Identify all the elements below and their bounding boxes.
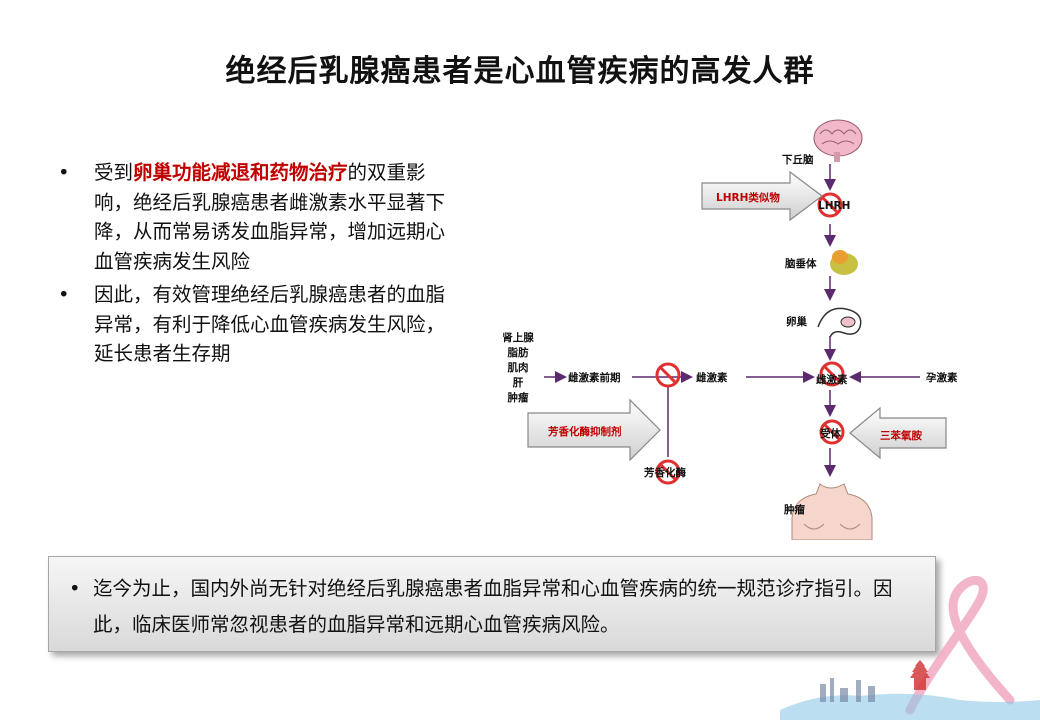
block-icon bbox=[817, 192, 843, 218]
bullet-1-highlight: 卵巢功能减退和药物治疗 bbox=[133, 161, 348, 184]
label-source-muscle: 肌肉 bbox=[507, 362, 529, 374]
bullet-1-prefix: 受到 bbox=[94, 161, 134, 184]
label-aromatase: 芳香化酶 bbox=[644, 467, 686, 479]
bullet-item-2: • 因此，有效管理绝经后乳腺癌患者的血脂异常，有利于降低心血管疾病发生风险，延长… bbox=[58, 280, 458, 369]
label-pituitary: 脑垂体 bbox=[785, 258, 817, 270]
bullet-dot: • bbox=[58, 283, 70, 306]
ovary-icon bbox=[817, 307, 862, 338]
bullet-dot: • bbox=[58, 161, 70, 184]
note-text: 迄今为止，国内外尚无针对绝经后乳腺癌患者血脂异常和心血管疾病的统一规范诊疗指引。… bbox=[93, 577, 893, 636]
estrogen-pathway-diagram: 下丘脑 LHRH类似物 LHRH 脑垂体 卵巢 肾上腺 脂肪 肌肉 肝 肿瘤 雌… bbox=[490, 112, 990, 541]
label-source-liver: 肝 bbox=[512, 377, 524, 389]
block-icon bbox=[819, 419, 845, 445]
bullet-2-text: 因此，有效管理绝经后乳腺癌患者的血脂异常，有利于降低心血管疾病发生风险，延长患者… bbox=[94, 283, 446, 365]
aromatase-inhibitor-arrow bbox=[527, 398, 661, 462]
bullet-1-suffix: 的双重影响，绝经后乳腺癌患者雌激素水平显著下降，从而常易诱发血脂异常，增加远期心… bbox=[94, 161, 446, 273]
brain-icon bbox=[813, 119, 863, 162]
label-hypothalamus: 下丘脑 bbox=[782, 154, 814, 166]
lhrh-analog-arrow bbox=[701, 170, 823, 222]
label-progestin: 孕激素 bbox=[926, 372, 958, 384]
pink-ribbon-skyline-decoration bbox=[780, 575, 1040, 720]
label-source-fat: 脂肪 bbox=[507, 347, 529, 359]
block-icon bbox=[655, 362, 681, 388]
label-estrogen-center: 雌激素 bbox=[816, 374, 848, 386]
pituitary-icon bbox=[830, 250, 858, 275]
label-estrogen: 雌激素 bbox=[696, 372, 728, 384]
bullet-item-1: • 受到卵巢功能减退和药物治疗的双重影响，绝经后乳腺癌患者雌激素水平显著下降，从… bbox=[58, 158, 458, 276]
label-lhrh: LHRH bbox=[818, 200, 851, 212]
note-box: • 迄今为止，国内外尚无针对绝经后乳腺癌患者血脂异常和心血管疾病的统一规范诊疗指… bbox=[48, 556, 936, 652]
label-ovary: 卵巢 bbox=[786, 316, 807, 328]
label-aromatase-inhibitor: 芳香化酶抑制剂 bbox=[548, 426, 622, 438]
block-icon bbox=[655, 459, 681, 485]
bullet-dot: • bbox=[69, 577, 81, 600]
label-sources: 肾上腺 脂肪 肌肉 肝 肿瘤 bbox=[498, 330, 538, 405]
label-androgen-precursor: 雌激素前期 bbox=[568, 372, 621, 384]
bullet-list: • 受到卵巢功能减退和药物治疗的双重影响，绝经后乳腺癌患者雌激素水平显著下降，从… bbox=[58, 158, 458, 373]
diagram-graphics bbox=[527, 119, 947, 541]
page-title: 绝经后乳腺癌患者是心血管疾病的高发人群 bbox=[225, 54, 815, 89]
label-source-tumor: 肿瘤 bbox=[507, 392, 529, 404]
tamoxifen-arrow bbox=[849, 406, 947, 460]
label-source-adrenal: 肾上腺 bbox=[502, 332, 534, 344]
label-tumor: 肿瘤 bbox=[784, 504, 805, 516]
block-icon bbox=[819, 361, 845, 387]
label-tamoxifen: 三苯氧胺 bbox=[880, 430, 922, 442]
label-lhrh-analog: LHRH类似物 bbox=[716, 192, 780, 204]
label-receptor: 受体 bbox=[820, 428, 841, 440]
note-item: • 迄今为止，国内外尚无针对绝经后乳腺癌患者血脂异常和心血管疾病的统一规范诊疗指… bbox=[69, 571, 915, 643]
torso-icon bbox=[791, 483, 873, 541]
